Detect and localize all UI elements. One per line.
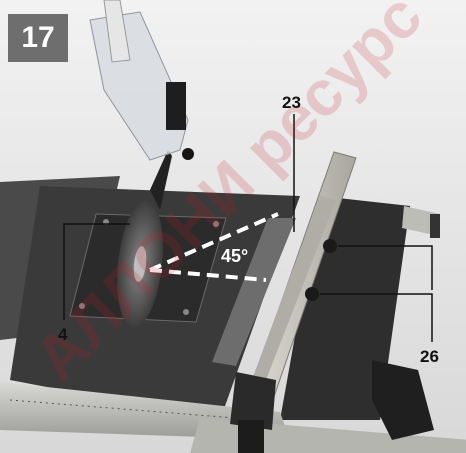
callout-4: 4 <box>58 325 68 344</box>
mitre-slot <box>212 218 296 366</box>
guard-arm <box>103 0 131 63</box>
blade-hub <box>133 246 147 282</box>
riving-knife <box>150 150 172 210</box>
leader-26-lower <box>320 293 433 342</box>
fence-clamp <box>230 372 276 430</box>
guard-knob <box>182 148 194 160</box>
clamp-handle <box>238 420 264 453</box>
leader-4 <box>63 223 130 320</box>
fence-knob-lower <box>305 287 319 301</box>
guard-bracket <box>166 82 186 130</box>
rip-fence-base <box>240 196 336 416</box>
angle-line-bottom <box>149 268 267 282</box>
rail-end-cap <box>430 214 440 238</box>
side-bracket <box>372 360 434 440</box>
callout-23: 23 <box>282 93 301 112</box>
plate-screw <box>79 303 85 309</box>
fence-knob-upper <box>323 239 337 253</box>
callout-26: 26 <box>420 347 439 366</box>
plate-screw <box>183 309 189 315</box>
leader-26-upper <box>338 245 433 290</box>
angle-line-top <box>149 212 279 272</box>
plate-screw <box>213 221 219 227</box>
angle-label-45: 45° <box>221 246 249 266</box>
figure-number-badge: 17 <box>8 14 68 62</box>
